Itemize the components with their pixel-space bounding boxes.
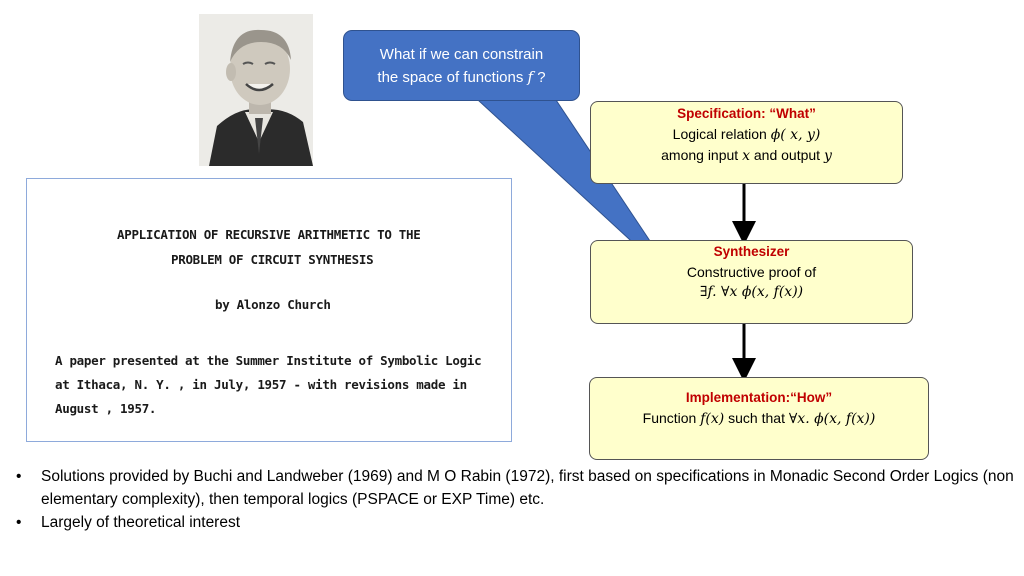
bullet-item: • Solutions provided by Buchi and Landwe… (14, 465, 1014, 511)
implementation-line1: Function f(x) such that ∀x. ϕ(x, f(x)) (590, 408, 928, 429)
specification-line2-a: among input (661, 147, 743, 163)
bullet-text: Solutions provided by Buchi and Landwebe… (41, 468, 1014, 508)
specification-line1-text: Logical relation (672, 126, 771, 142)
implementation-line1-math1: f(x) (700, 411, 725, 427)
implementation-line1-a: Function (642, 410, 701, 426)
paper-author: by Alonzo Church (215, 297, 331, 312)
synthesizer-box: Synthesizer Constructive proof of ∃f. ∀x… (590, 240, 913, 324)
bullet-item: • Largely of theoretical interest (14, 511, 1014, 534)
synthesizer-heading: Synthesizer (713, 244, 790, 259)
specification-line2-y: y (823, 148, 832, 164)
bullet-text: Largely of theoretical interest (41, 514, 241, 531)
synthesizer-line2: ∃f. ∀x ϕ(x, f(x)) (699, 284, 804, 300)
paper-body: A paper presented at the Summer Institut… (55, 353, 482, 416)
portrait-photo (199, 14, 313, 166)
specification-box: Specification: “What” Logical relation ϕ… (590, 101, 903, 184)
implementation-line1-b: such that (724, 410, 789, 426)
bullet-dot-icon: • (16, 468, 22, 485)
synthesizer-line1: Constructive proof of (686, 264, 817, 280)
specification-line2-b: and output (749, 147, 824, 163)
specification-heading: Specification: “What” (677, 106, 816, 121)
callout-line1: What if we can constrain (379, 46, 544, 63)
bullet-dot-icon: • (16, 514, 22, 531)
implementation-heading: Implementation:“How” (685, 390, 833, 405)
portrait-image (199, 14, 313, 166)
paper-title-line1: APPLICATION OF RECURSIVE ARITHMETIC TO T… (117, 227, 421, 242)
callout-line2-math: f (527, 68, 534, 86)
specification-line2-x: x (742, 148, 750, 164)
paper-title-line2: PROBLEM OF CIRCUIT SYNTHESIS (171, 252, 374, 267)
callout-bubble: What if we can constrain the space of fu… (343, 30, 580, 101)
implementation-box: Implementation:“How” Function f(x) such … (589, 377, 929, 460)
bullet-list: • Solutions provided by Buchi and Landwe… (14, 465, 1014, 534)
callout-line2-suffix: ? (533, 69, 546, 86)
specification-line2: among input x and output y (591, 145, 902, 166)
specification-line1-math: ϕ( x, y) (770, 127, 821, 143)
specification-line1: Logical relation ϕ( x, y) (591, 124, 902, 145)
callout-line2: the space of functions f ? (344, 66, 579, 89)
callout-line2-text: the space of functions (377, 69, 528, 86)
implementation-line1-math2: ∀x. ϕ(x, f(x)) (788, 411, 876, 427)
paper-scan: APPLICATION OF RECURSIVE ARITHMETIC TO T… (26, 178, 512, 442)
